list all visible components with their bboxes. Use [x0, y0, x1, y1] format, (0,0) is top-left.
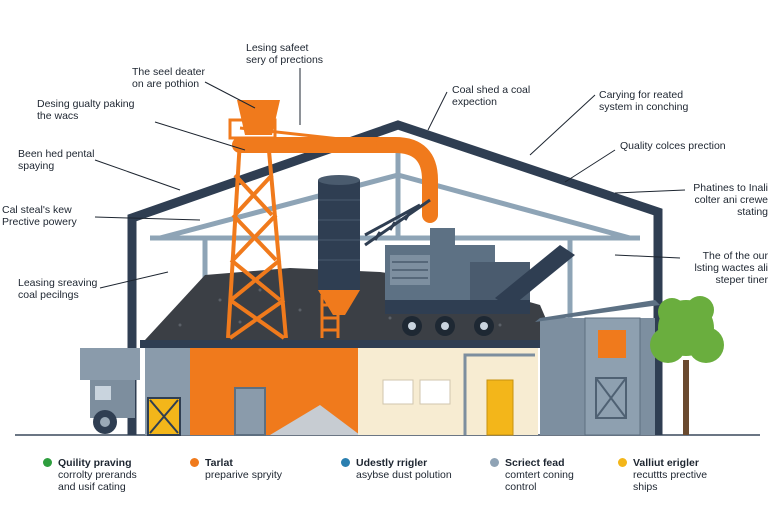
callout-cal-steal: Cal steal's kew Prective powery [2, 204, 77, 228]
gravel-heap [270, 405, 360, 435]
legend-dot-gray [490, 458, 499, 467]
legend-item-tarlat: Tarlat preparive spryity [190, 457, 282, 481]
callout-leasing-spraying: Leasing sreaving coal pecilngs [18, 277, 98, 301]
legend-item-valliut: Valliut erigler recuttts prective ships [618, 457, 707, 493]
coal-texture [178, 288, 502, 327]
callout-carrying: Carying for reated system in conching [599, 89, 689, 113]
legend-desc: corrolty prerands and usif cating [58, 469, 137, 493]
legend-desc: preparive spryity [205, 469, 283, 481]
crate-brace [149, 399, 179, 434]
legend: Quility praving corrolty prerands and us… [0, 455, 768, 512]
floor-slab [140, 340, 560, 348]
access-ladder [320, 295, 340, 338]
legend-title: Valliut erigler [633, 457, 699, 469]
orange-room-door [234, 387, 266, 436]
legend-dot-blue [341, 458, 350, 467]
tree-trunk [683, 360, 689, 435]
legend-desc: recuttts prective ships [633, 469, 708, 493]
callout-phatines: Phatines to Inali colter ani crewe stati… [693, 182, 768, 218]
legend-title: Tarlat [205, 457, 233, 469]
legend-dot-green [43, 458, 52, 467]
processing-machine [385, 228, 575, 336]
silo-top [318, 175, 360, 185]
tree-canopy [650, 296, 724, 363]
callout-top-center: Lesing safeet sery of prections [246, 42, 324, 66]
callout-leaders [94, 68, 686, 289]
annex-roof [535, 300, 660, 322]
silo-bands [318, 199, 360, 261]
annex-orange-sign [598, 330, 626, 358]
dump-truck [80, 348, 140, 434]
legend-dot-orange [190, 458, 199, 467]
legend-item-scriect: Scriect fead comtert coning control [490, 457, 574, 493]
annex-door [595, 377, 627, 419]
legend-dot-yellow [618, 458, 627, 467]
yellow-door [486, 379, 514, 436]
orange-tower [226, 139, 288, 340]
callout-been-hed: Been hed pental spaying [18, 148, 95, 172]
window-1 [382, 379, 414, 405]
window-2 [419, 379, 451, 405]
legend-title: Scriect fead [505, 457, 565, 469]
legend-title: Quility praving [58, 457, 132, 469]
callout-quality-paking: Desing gualty paking the wacs [37, 98, 135, 122]
coal-chute [232, 137, 438, 223]
legend-item-quality: Quility praving corrolty prerands and us… [43, 457, 137, 493]
callout-the-of-the-our: The of the our lsting wactes ali steper … [694, 250, 768, 286]
legend-title: Udestly rrigler [356, 457, 428, 469]
legend-desc: comtert coning control [505, 469, 574, 493]
callout-coal-shed: Coal shed a coal expection [452, 84, 531, 108]
tower-hopper [237, 100, 280, 135]
legend-desc: asybse dust polution [356, 469, 452, 481]
legend-item-udestly: Udestly rrigler asybse dust polution [341, 457, 452, 481]
callout-quality-colors: Quality colces prection [620, 140, 726, 152]
tower-cable [239, 126, 396, 147]
silo [318, 180, 360, 290]
building-frame [127, 120, 663, 435]
callout-seal-deater: The seel deater on are pothion [132, 66, 205, 90]
crane-boom [364, 198, 431, 247]
